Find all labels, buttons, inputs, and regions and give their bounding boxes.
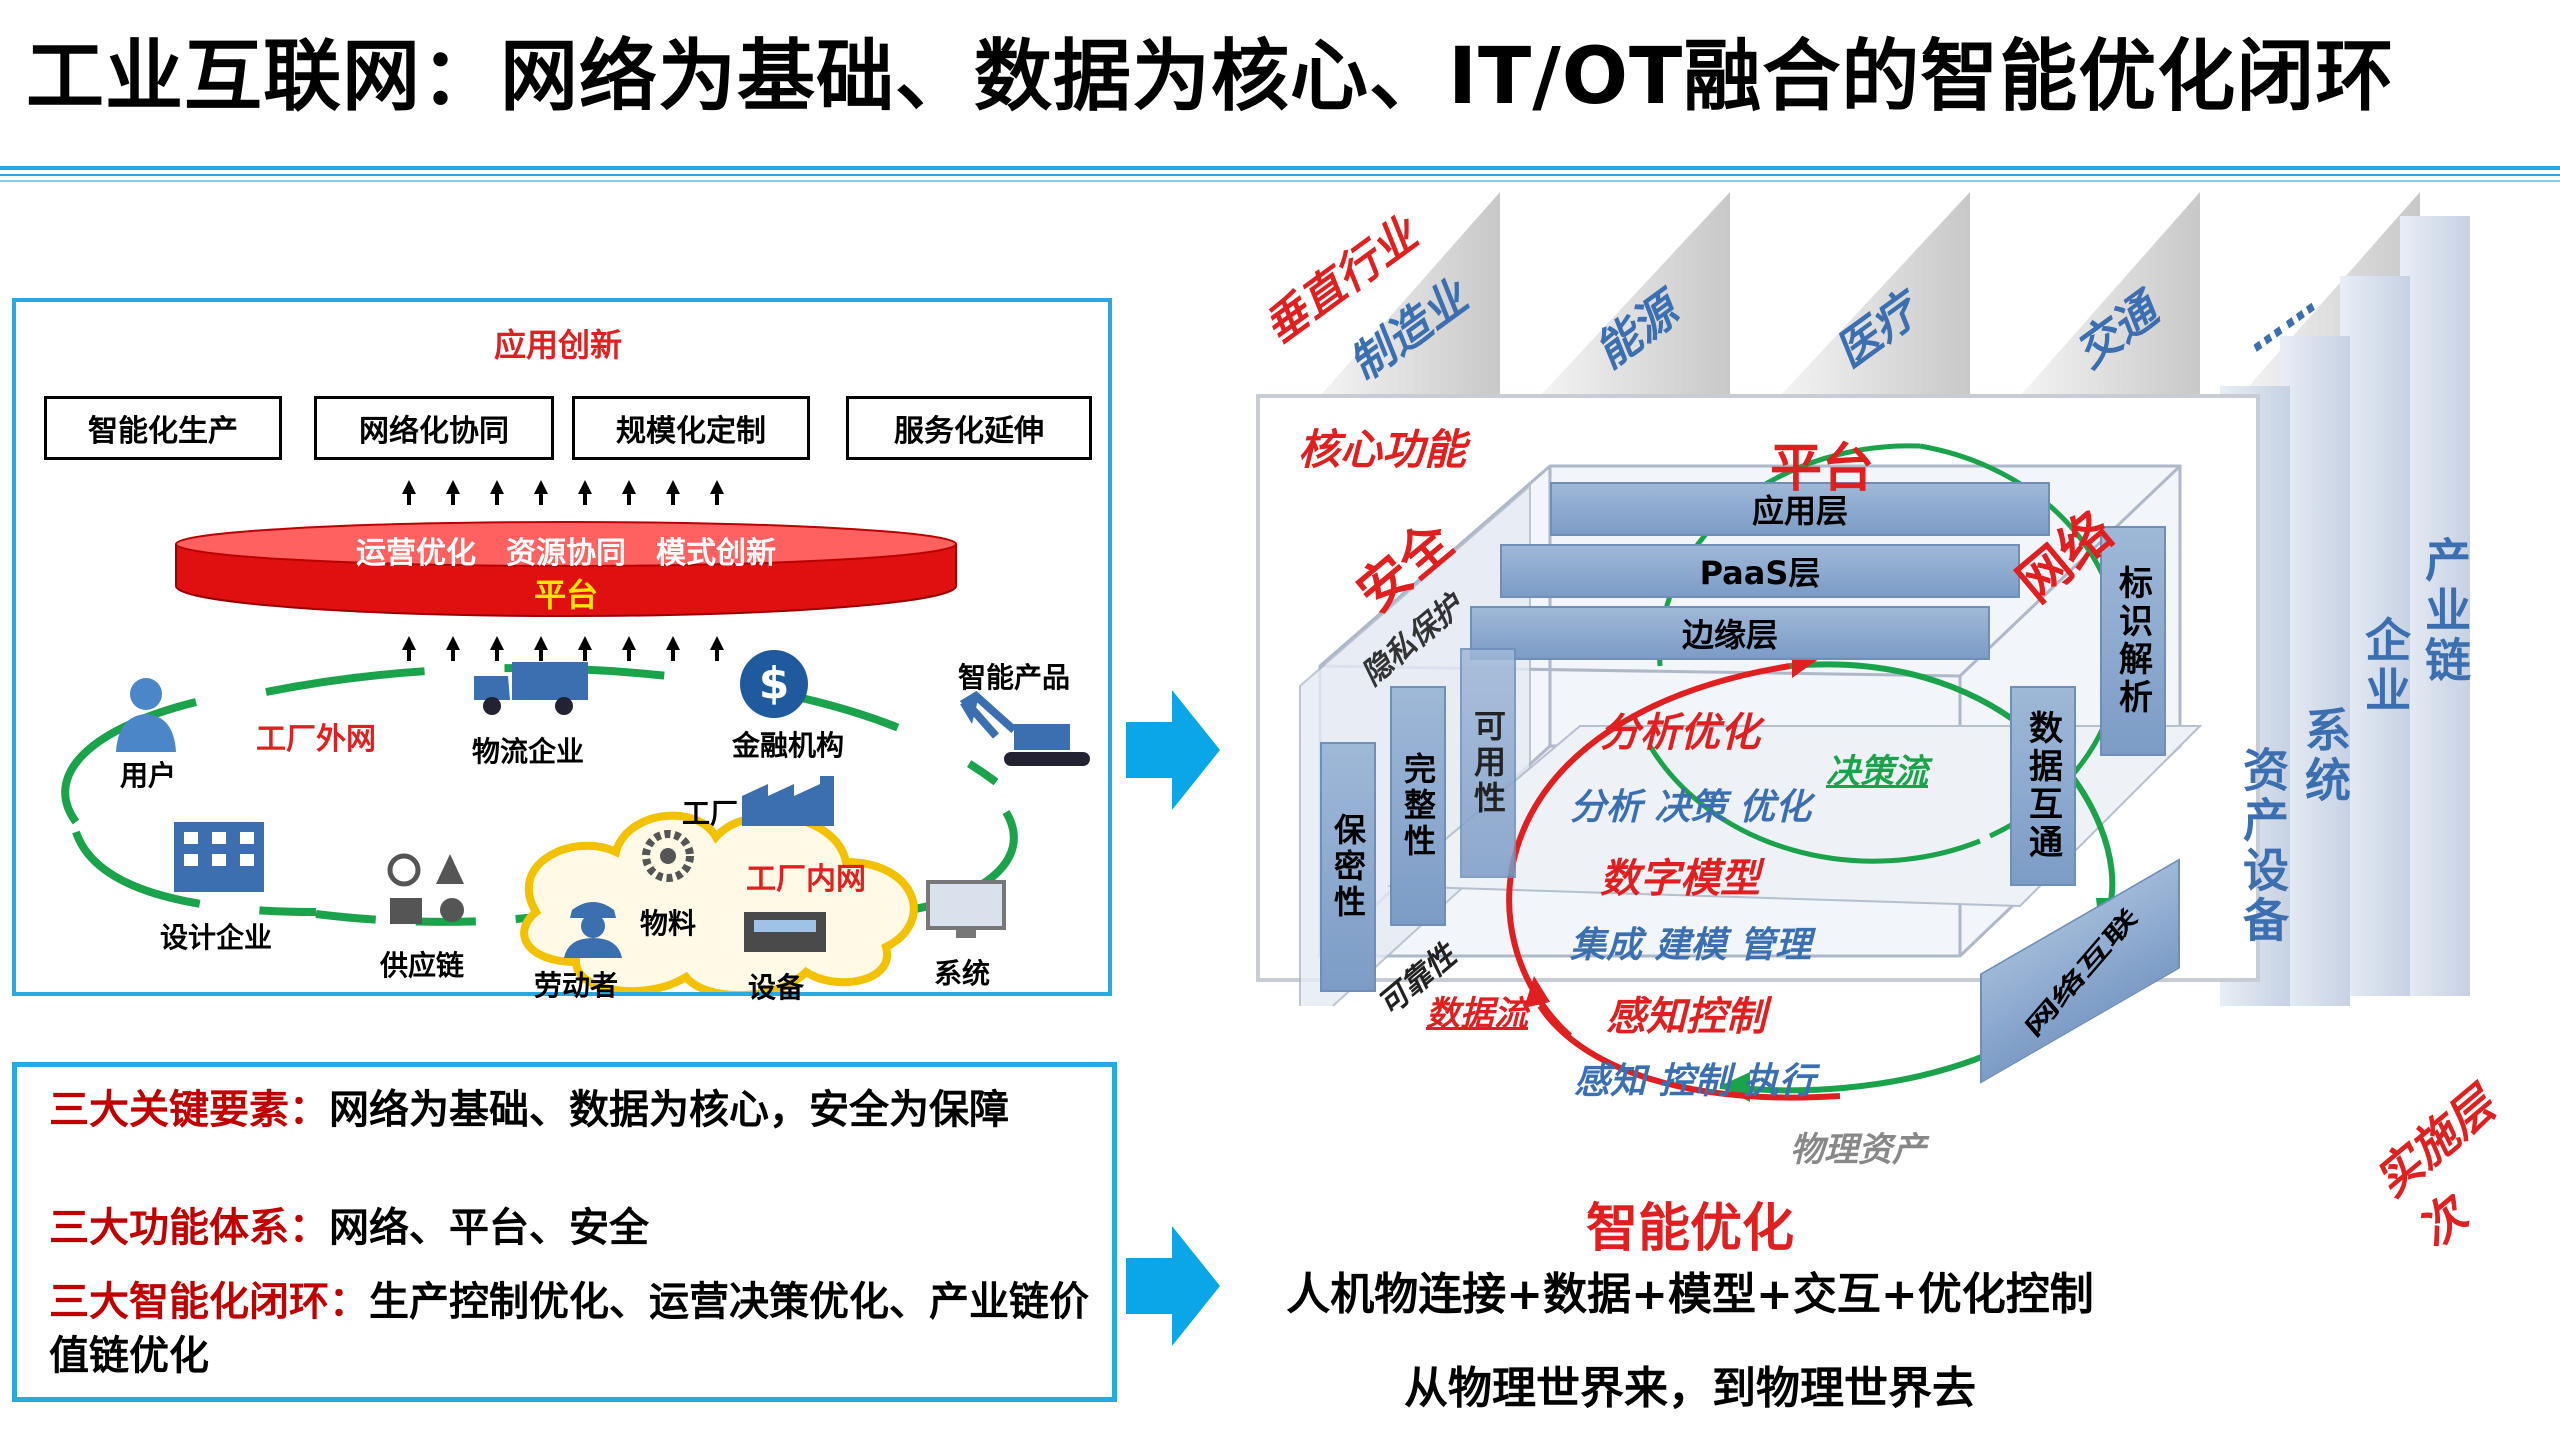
app-service-extension: 服务化延伸 bbox=[846, 396, 1092, 460]
level-enterprise: 企业 bbox=[2358, 616, 2412, 716]
title-rule-mid bbox=[0, 174, 2560, 176]
up-arrow bbox=[402, 480, 416, 505]
summary-panel: 三大关键要素：网络为基础、数据为核心，安全为保障 三大功能体系：网络、平台、安全… bbox=[12, 1062, 1117, 1402]
level-asset-equipment: 资产设备 bbox=[2236, 746, 2290, 946]
supply-chain-icon bbox=[387, 853, 464, 924]
node-design: 设计企业 bbox=[160, 921, 273, 954]
platform-header: 平台 bbox=[1770, 439, 1875, 499]
platform-label: 平台 bbox=[533, 576, 598, 614]
up-arrow bbox=[578, 480, 592, 505]
page-title: 工业互联网：网络为基础、数据为核心、IT/OT融合的智能优化闭环 bbox=[26, 32, 2395, 122]
security-confidentiality: 保密性 bbox=[1320, 742, 1376, 992]
node-user: 用户 bbox=[120, 759, 177, 792]
loop-analysis-sub: 分析 决策 优化 bbox=[1570, 787, 1812, 828]
edge-layer: 边缘层 bbox=[1470, 606, 1990, 660]
loop-analysis-optimize: 分析优化 bbox=[1600, 710, 1760, 756]
monitor-icon bbox=[926, 880, 1006, 938]
paas-layer: PaaS层 bbox=[1500, 544, 2020, 598]
up-arrow bbox=[490, 480, 504, 505]
network-identifier-resolution: 标识解析 bbox=[2100, 526, 2166, 756]
function-system-key: 三大功能体系： bbox=[49, 1205, 329, 1251]
gear-icon bbox=[642, 830, 694, 882]
smart-loop-row: 三大智能化闭环：生产控制优化、运营决策优化、产业链价值链优化 bbox=[49, 1275, 1099, 1383]
up-arrow bbox=[534, 480, 548, 505]
platform-disk bbox=[175, 521, 957, 617]
node-labor: 劳动者 bbox=[534, 969, 619, 1002]
up-arrow bbox=[710, 636, 724, 661]
key-elements-value: 网络为基础、数据为核心，安全为保障 bbox=[329, 1087, 1009, 1133]
key-elements-key: 三大关键要素： bbox=[49, 1087, 329, 1133]
implementation-level-label: 实施层次 bbox=[2364, 1077, 2505, 1259]
inner-network-label: 工厂内网 bbox=[746, 862, 866, 897]
node-material: 物料 bbox=[640, 907, 697, 940]
up-arrow bbox=[402, 636, 416, 661]
key-elements-row: 三大关键要素：网络为基础、数据为核心，安全为保障 bbox=[49, 1083, 1099, 1137]
data-flow-label: 数据流 bbox=[1426, 994, 1528, 1034]
up-arrow bbox=[446, 636, 460, 661]
right-arrow-icon bbox=[1126, 1226, 1220, 1346]
loop-perception-sub: 感知 控制 执行 bbox=[1574, 1061, 1816, 1102]
title-rule-bottom bbox=[0, 180, 2560, 182]
platform-functions: 运营优化 资源协同 模式创新 bbox=[356, 536, 776, 571]
truck-icon bbox=[474, 662, 588, 715]
app-scale-customization: 规模化定制 bbox=[572, 396, 810, 460]
up-arrow bbox=[446, 480, 460, 505]
building-icon bbox=[174, 822, 264, 892]
architecture-diagram: 应用层 PaaS层 边缘层 保密性 完整性 可用性 隐私保护 可靠性 标识解析 … bbox=[1240, 186, 2560, 1436]
app-network-collaboration: 网络化协同 bbox=[314, 396, 554, 460]
level-system: 系统 bbox=[2298, 706, 2352, 806]
slogan-line: 从物理世界来，到物理世界去 bbox=[1404, 1363, 1976, 1414]
smart-loop-value: 生产控制优化、运营决策优化、产业链价值链优化 bbox=[49, 1279, 1089, 1379]
up-arrow bbox=[622, 636, 636, 661]
right-arrow-icon bbox=[1126, 690, 1220, 810]
network-data-interop: 数据互通 bbox=[2010, 686, 2076, 886]
up-arrow bbox=[666, 636, 680, 661]
smart-loop-key: 三大智能化闭环： bbox=[49, 1279, 369, 1325]
app-smart-production: 智能化生产 bbox=[44, 396, 282, 460]
decision-flow-label: 决策流 bbox=[1826, 752, 1928, 792]
node-logistics: 物流企业 bbox=[472, 735, 585, 768]
level-industry-chain: 产业链 bbox=[2418, 536, 2472, 686]
node-system: 系统 bbox=[934, 957, 991, 990]
application-panel: 应用创新 智能化生产 网络化协同 规模化定制 服务化延伸 运营优化 资源协同 模… bbox=[12, 298, 1112, 1004]
formula-line: 人机物连接+数据+模型+交互+优化控制 bbox=[1286, 1269, 2094, 1320]
title-rule-top bbox=[0, 166, 2560, 170]
function-system-row: 三大功能体系：网络、平台、安全 bbox=[49, 1201, 1099, 1255]
node-supply: 供应链 bbox=[380, 949, 465, 982]
node-smart-product: 智能产品 bbox=[958, 661, 1071, 694]
smart-optimization-label: 智能优化 bbox=[1585, 1199, 1794, 1259]
physical-asset-label: 物理资产 bbox=[1790, 1130, 1926, 1170]
node-factory: 工厂 bbox=[682, 797, 739, 830]
node-finance: 金融机构 bbox=[732, 729, 845, 762]
up-arrow bbox=[490, 636, 504, 661]
loop-model-sub: 集成 建模 管理 bbox=[1570, 925, 1812, 966]
security-integrity: 完整性 bbox=[1390, 686, 1446, 926]
worker-icon bbox=[564, 902, 622, 958]
up-arrow bbox=[578, 636, 592, 661]
function-system-value: 网络、平台、安全 bbox=[329, 1205, 649, 1251]
application-innovation-heading: 应用创新 bbox=[494, 326, 623, 364]
svg-text:$: $ bbox=[759, 658, 790, 709]
core-function-label: 核心功能 bbox=[1298, 425, 1467, 474]
up-arrow bbox=[534, 636, 548, 661]
node-equipment: 设备 bbox=[748, 971, 805, 1004]
loop-digital-model: 数字模型 bbox=[1600, 856, 1760, 902]
up-arrow bbox=[622, 480, 636, 505]
factory-icon bbox=[742, 776, 834, 826]
security-availability: 可用性 bbox=[1460, 648, 1516, 878]
excavator-icon bbox=[959, 691, 1090, 766]
machine-icon bbox=[744, 912, 826, 952]
user-icon bbox=[116, 678, 176, 752]
outer-network-label: 工厂外网 bbox=[256, 722, 376, 757]
up-arrow bbox=[710, 480, 724, 505]
up-arrow bbox=[666, 480, 680, 505]
dollar-icon: $ bbox=[740, 650, 808, 718]
loop-perception-control: 感知控制 bbox=[1606, 994, 1766, 1040]
application-layer: 应用层 bbox=[1550, 482, 2050, 536]
